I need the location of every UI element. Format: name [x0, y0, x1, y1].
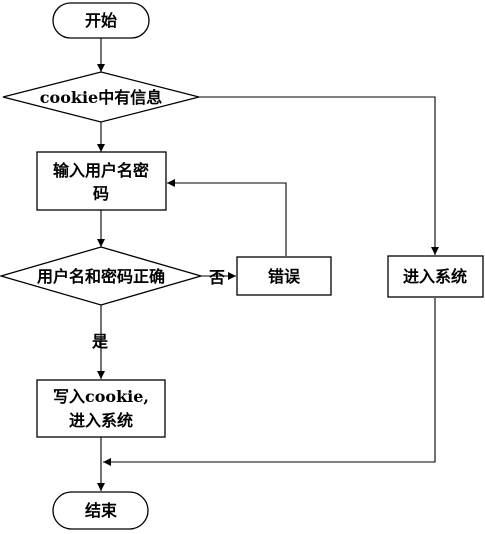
check-cookie-label: cookie中有信息 [40, 88, 162, 107]
node-validate: 用户名和密码正确 [0, 246, 204, 306]
start-label: 开始 [85, 11, 117, 30]
enter-system-right-label: 进入系统 [403, 267, 467, 286]
input-process [36, 151, 167, 211]
write-cookie-label-line1: 写入cookie, [53, 387, 149, 406]
enter-system-right-process [387, 255, 484, 298]
validate-label: 用户名和密码正确 [37, 267, 165, 286]
edge-check-to-enter-right [199, 96, 439, 255]
node-write-cookie: 写入cookie, 进入系统 [36, 379, 166, 438]
error-process [236, 256, 332, 296]
edge-enter-right-to-merge [103, 298, 436, 466]
write-cookie-label-line2: 进入系统 [69, 411, 133, 430]
check-cookie-decision [2, 71, 200, 123]
node-error: 错误 [236, 256, 332, 296]
edge-label-no: 否 [208, 268, 225, 287]
node-enter-right: 进入系统 [387, 255, 484, 298]
edge-error-to-input [167, 179, 287, 256]
end-label: 结束 [84, 501, 118, 520]
write-cookie-process [36, 379, 166, 438]
edge-label-yes: 是 [91, 332, 108, 351]
edges [97, 38, 439, 491]
input-label-line1: 输入用户名密 [53, 161, 149, 180]
node-input: 输入用户名密 码 [36, 151, 167, 211]
error-label: 错误 [268, 267, 301, 286]
end-terminal [52, 491, 149, 530]
node-end: 结束 [52, 491, 149, 530]
validate-decision [0, 246, 204, 306]
node-start: 开始 [52, 2, 150, 39]
node-check-cookie: cookie中有信息 [2, 71, 200, 123]
input-label-line2: 码 [93, 184, 109, 203]
start-terminal [52, 2, 150, 39]
